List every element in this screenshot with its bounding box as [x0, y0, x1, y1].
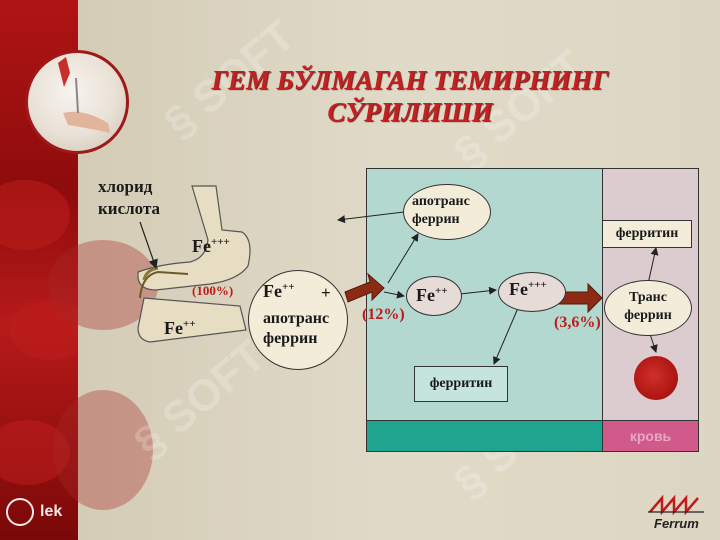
transferrin-label: Транс феррин [605, 289, 691, 325]
hand-illustration [58, 57, 110, 133]
enterocyte-base-bar [366, 420, 604, 452]
absorption-arrow-1 [344, 272, 385, 303]
fe-apotransferrin-complex: Fe++ + апотранс феррин [248, 270, 348, 370]
blood-cell-decor [10, 300, 90, 360]
cell-fe3-charge: +++ [527, 279, 547, 291]
blood-cell-decor [0, 420, 70, 485]
arrow-fe2-to-fe3 [459, 286, 497, 295]
arrow-to-apotransferrin [387, 233, 419, 284]
complex-line-3: феррин [263, 330, 318, 347]
complex-plus: + [321, 283, 331, 302]
stomach-fe3-base: Fe [192, 236, 211, 256]
title-line-2: СЎРИЛИШИ [327, 97, 493, 127]
acid-label-line-1: хлорид [98, 177, 153, 196]
complex-fe2-base: Fe [263, 281, 282, 301]
arrow-to-ferritin [493, 307, 519, 365]
acid-label-line-2: кислота [98, 199, 161, 218]
apotransferrin-bubble: апотранс феррин [403, 184, 491, 240]
acid-arrow [139, 221, 158, 270]
stomach-percent: (100%) [192, 283, 234, 298]
lek-logo-icon [6, 498, 34, 526]
cell-fe2-bubble: Fe++ [406, 276, 462, 316]
ferrum-brand: Ferrum [654, 516, 699, 531]
cell-fe2: Fe++ [416, 285, 448, 306]
hand-photo [25, 50, 129, 154]
stomach-illustration [137, 185, 251, 343]
transferrin-line-1: Транс [629, 290, 667, 305]
cell-fe3-base: Fe [509, 279, 528, 299]
arrow-to-blood-ferritin [647, 247, 659, 285]
apotransferrin-line-2: феррин [412, 212, 460, 227]
blood-cell-decor [48, 240, 158, 330]
enterocyte-percent: (12%) [362, 306, 405, 323]
apotransferrin-label: апотранс феррин [412, 193, 470, 229]
blood-base-bar: кровь [602, 420, 699, 452]
lek-brand: lek [40, 503, 63, 520]
complex-line-2: апотранс [263, 310, 330, 327]
arrow-to-fe2 [383, 290, 405, 299]
blood-label: кровь [629, 428, 672, 444]
cell-fe2-base: Fe [416, 285, 435, 305]
cell-fe2-charge: ++ [434, 285, 448, 297]
stomach-fe3: Fe+++ [192, 236, 230, 257]
blood-cell-decor [0, 180, 70, 250]
arrow-to-rbc [649, 333, 658, 353]
red-blood-cell [634, 356, 678, 400]
blood-percent: (3,6%) [554, 314, 601, 331]
ferrum-logo-icon [648, 494, 704, 516]
cell-fe3-bubble: Fe+++ [498, 272, 566, 312]
stomach-fe2-base: Fe [164, 318, 183, 338]
stomach-fe3-charge: +++ [210, 236, 230, 248]
stomach-fe2: Fe++ [164, 318, 196, 339]
page-title: ГЕМ БЎЛМАГАН ТЕМИРНИНГ СЎРИЛИШИ [140, 64, 680, 128]
complex-fe2: Fe++ [263, 281, 295, 302]
transferrin-bubble: Транс феррин [604, 280, 692, 336]
acid-label: хлорид кислота [98, 176, 160, 220]
complex-label: апотранс феррин [263, 309, 329, 349]
title-line-1: ГЕМ БЎЛМАГАН ТЕМИРНИНГ [211, 65, 609, 95]
arrow-apotransferrin-out [337, 211, 405, 224]
transferrin-line-2: феррин [624, 308, 672, 323]
blood-ferritin-box: ферритин [602, 220, 692, 248]
absorption-arrow-2 [557, 282, 603, 314]
stomach-fe2-charge: ++ [182, 318, 196, 330]
cell-ferritin-box: ферритин [414, 366, 508, 402]
cell-fe3: Fe+++ [509, 279, 547, 300]
complex-fe2-charge: ++ [281, 281, 295, 293]
apotransferrin-line-1: апотранс [412, 194, 470, 209]
blood-cell-decor [53, 390, 153, 510]
